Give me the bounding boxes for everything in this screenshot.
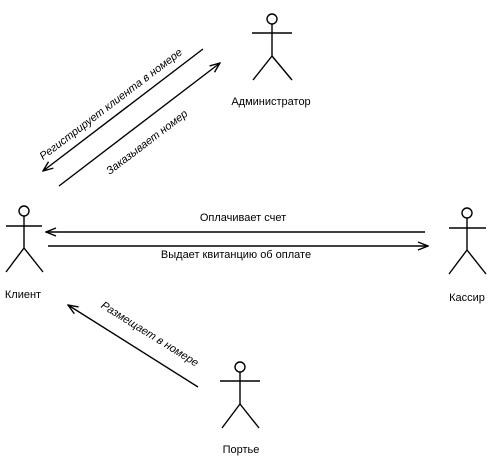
message-issues-receipt: Выдает квитанцию об оплате: [48, 246, 428, 261]
actor-admin-label: Администратор: [231, 96, 310, 108]
actor-admin-head: [266, 13, 278, 25]
message-pays-bill: Оплачивает счет: [46, 212, 425, 232]
actor-porter-head: [234, 361, 246, 373]
actor-porter-label: Портье: [223, 444, 260, 456]
actor-porter: Портье: [220, 361, 260, 456]
actor-client-head: [18, 205, 30, 217]
actor-cashier-label: Кассир: [449, 292, 485, 304]
message-issues-receipt-label: Выдает квитанцию об оплате: [161, 249, 311, 261]
arrow-places-in-room: [68, 305, 199, 388]
arrow-registers-client: [43, 48, 204, 171]
message-registers-client: Регистрирует клиента в номере: [38, 47, 204, 171]
arrow-orders-room: [58, 63, 220, 187]
actor-admin: Администратор: [231, 13, 311, 108]
actor-cashier-head: [461, 207, 473, 219]
message-places-in-room: Размещает в номере: [68, 300, 200, 388]
actor-cashier: Кассир: [448, 207, 487, 304]
actor-client-label: Клиент: [5, 289, 41, 301]
actor-client: Клиент: [5, 205, 44, 301]
message-pays-bill-label: Оплачивает счет: [200, 212, 286, 224]
